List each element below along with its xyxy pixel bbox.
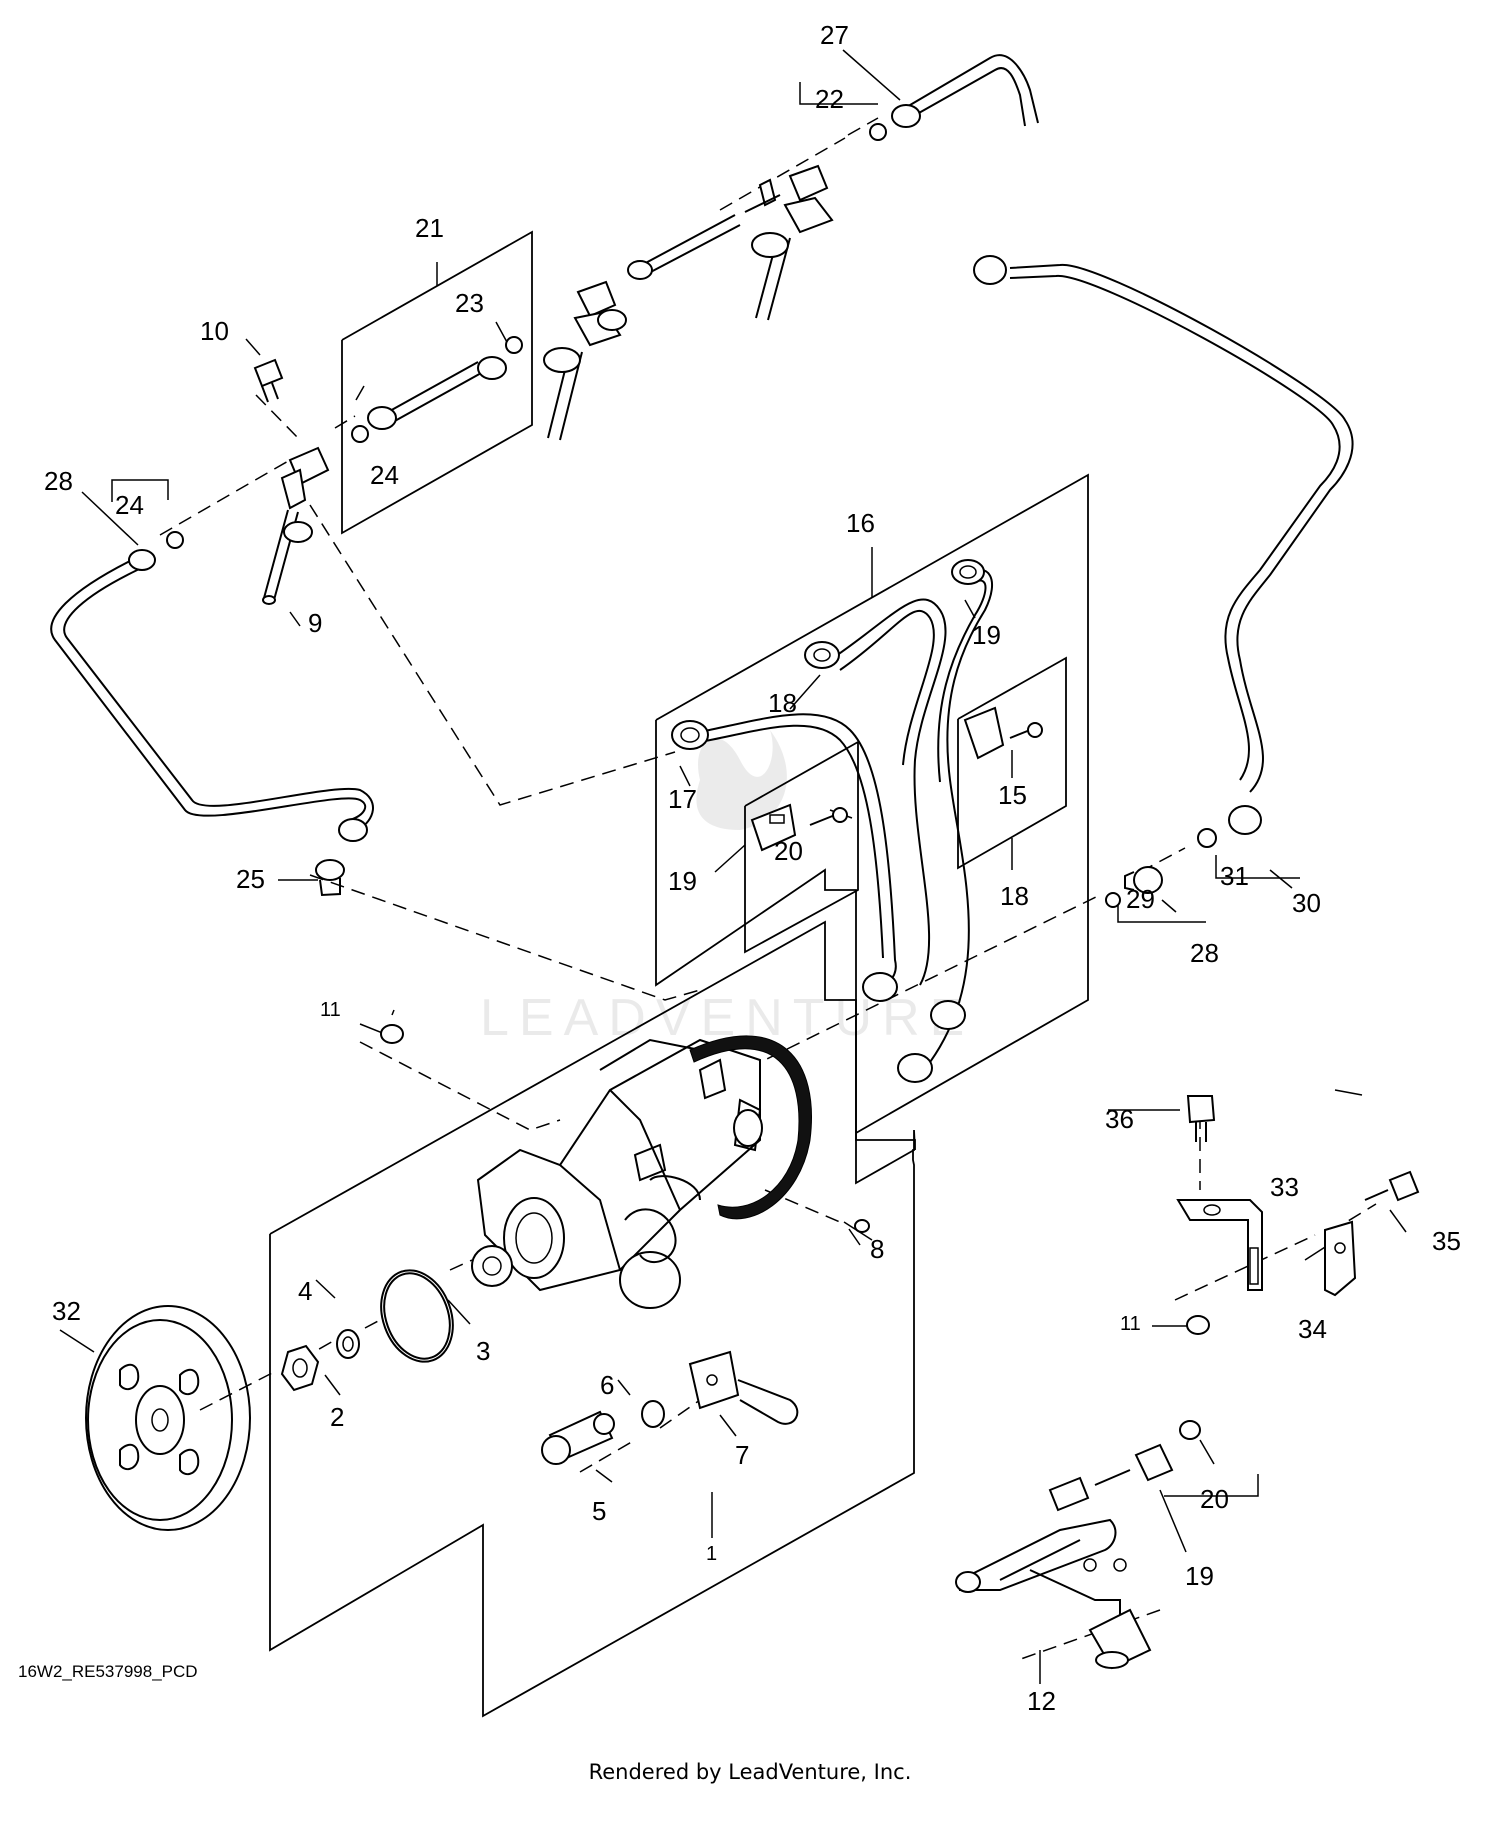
connector-7 — [688, 1350, 799, 1425]
washer-22 — [1179, 1420, 1201, 1440]
washer-29 — [1197, 828, 1217, 848]
callout-26: 28 — [1190, 938, 1219, 968]
callout-25: 25 — [236, 864, 265, 894]
callouts: 27 22 21 23 10 24 28 24 9 16 19 18 17 15… — [44, 20, 1461, 1716]
fitting-15 — [804, 641, 840, 669]
bracket-31-24 — [799, 49, 901, 105]
callout-6: 6 — [600, 1370, 614, 1400]
o-ring-3 — [380, 1269, 454, 1363]
harness-12 — [955, 1476, 1152, 1670]
callout-12: 12 — [1027, 1686, 1056, 1716]
fuel-line-31 — [904, 54, 1039, 127]
watermark: LEADVENTURE — [480, 730, 964, 1047]
callout-29: 31 — [1220, 861, 1249, 891]
callout-14: 17 — [668, 784, 697, 814]
fitting-26 — [1124, 866, 1163, 894]
callout-10: 10 — [200, 316, 229, 346]
callout-24-left: 24 — [115, 490, 144, 520]
callout-1: 1 — [706, 1543, 717, 1565]
callout-19: 18 — [1000, 881, 1029, 911]
bracket-28-29 — [1215, 855, 1300, 879]
bolt-35 — [1364, 1170, 1420, 1202]
callout-5: 5 — [592, 1496, 606, 1526]
fitting-16 — [951, 559, 985, 585]
callout-16: 19 — [972, 620, 1001, 650]
callout-30: 28 — [44, 466, 73, 496]
callout-15: 18 — [768, 688, 797, 718]
fitting-25 — [315, 818, 368, 897]
washer-4 — [336, 1329, 360, 1359]
callout-2: 2 — [330, 1402, 344, 1432]
fuel-line-30 — [50, 555, 374, 831]
sensor-21 — [1094, 1443, 1174, 1486]
callout-9: 9 — [308, 608, 322, 638]
callout-27: 29 — [1126, 884, 1155, 914]
callout-3: 3 — [476, 1336, 490, 1366]
nut-11 — [380, 1024, 1210, 1335]
callout-24-mid: 23 — [455, 288, 484, 318]
callout-11-bottom: 11 — [1120, 1313, 1141, 1335]
callout-18: 20 — [774, 836, 803, 866]
nut-30 — [128, 549, 156, 571]
footer-credit: Rendered by LeadVenture, Inc. — [588, 1760, 912, 1784]
injector-9 — [262, 446, 330, 605]
gear-32 — [85, 1305, 251, 1531]
bolt-10 — [253, 358, 284, 403]
group-box-17 — [744, 740, 859, 954]
callout-13: 16 — [846, 508, 875, 538]
callout-20: 15 — [998, 780, 1027, 810]
clip-34 — [1324, 1220, 1357, 1297]
callout-21: 19 — [1185, 1561, 1214, 1591]
box-step — [855, 1140, 915, 1185]
diagram-code: 16W2_RE537998_PCD — [18, 1662, 198, 1681]
callout-8: 8 — [870, 1234, 884, 1264]
clamp-17 — [750, 803, 797, 852]
injector-2 — [543, 280, 627, 441]
bolt-36 — [1186, 1095, 1216, 1142]
washer-24 — [166, 123, 887, 549]
fitting-14 — [671, 720, 709, 750]
bracket-30-24 — [81, 479, 169, 546]
injection-pump — [471, 1035, 870, 1309]
callout-4: 4 — [298, 1276, 312, 1306]
fitting-lower-nuts — [862, 972, 966, 1083]
callout-11-top: 11 — [320, 999, 341, 1021]
injector-3 — [751, 164, 834, 321]
callout-31: 27 — [820, 20, 849, 50]
callout-33: 33 — [1270, 1172, 1299, 1202]
bolt-18 — [809, 807, 848, 826]
callout-32: 32 — [52, 1296, 81, 1326]
callout-7: 7 — [735, 1440, 749, 1470]
fuel-line-28 — [1009, 263, 1354, 793]
sensor-5 — [541, 1410, 615, 1465]
bracket-33 — [1176, 1199, 1263, 1291]
fuel-line-set-13 — [699, 569, 994, 1076]
leak-off-line-23 — [367, 194, 781, 430]
group-box-13 — [655, 473, 1089, 1140]
nut-28 — [973, 255, 1262, 835]
bracket-26-27 — [1117, 900, 1206, 923]
nut-31 — [891, 104, 921, 128]
callout-23: 21 — [415, 213, 444, 243]
callout-17: 19 — [668, 866, 697, 896]
bracket-21-22 — [1164, 1474, 1259, 1497]
bolt-20 — [1009, 722, 1043, 739]
clamp-20 — [963, 706, 1005, 760]
group-box-23 — [341, 230, 533, 535]
callout-24-top: 22 — [815, 84, 844, 114]
o-ring-6 — [641, 1400, 665, 1428]
callout-28: 30 — [1292, 888, 1321, 918]
nut-2 — [280, 1344, 320, 1392]
callout-34: 34 — [1298, 1314, 1327, 1344]
group-box-19 — [957, 656, 1067, 870]
callout-36: 36 — [1105, 1104, 1134, 1134]
callout-22: 20 — [1200, 1484, 1229, 1514]
washer-27 — [1105, 892, 1121, 908]
callout-35: 35 — [1432, 1226, 1461, 1256]
callout-24-low: 24 — [370, 460, 399, 490]
